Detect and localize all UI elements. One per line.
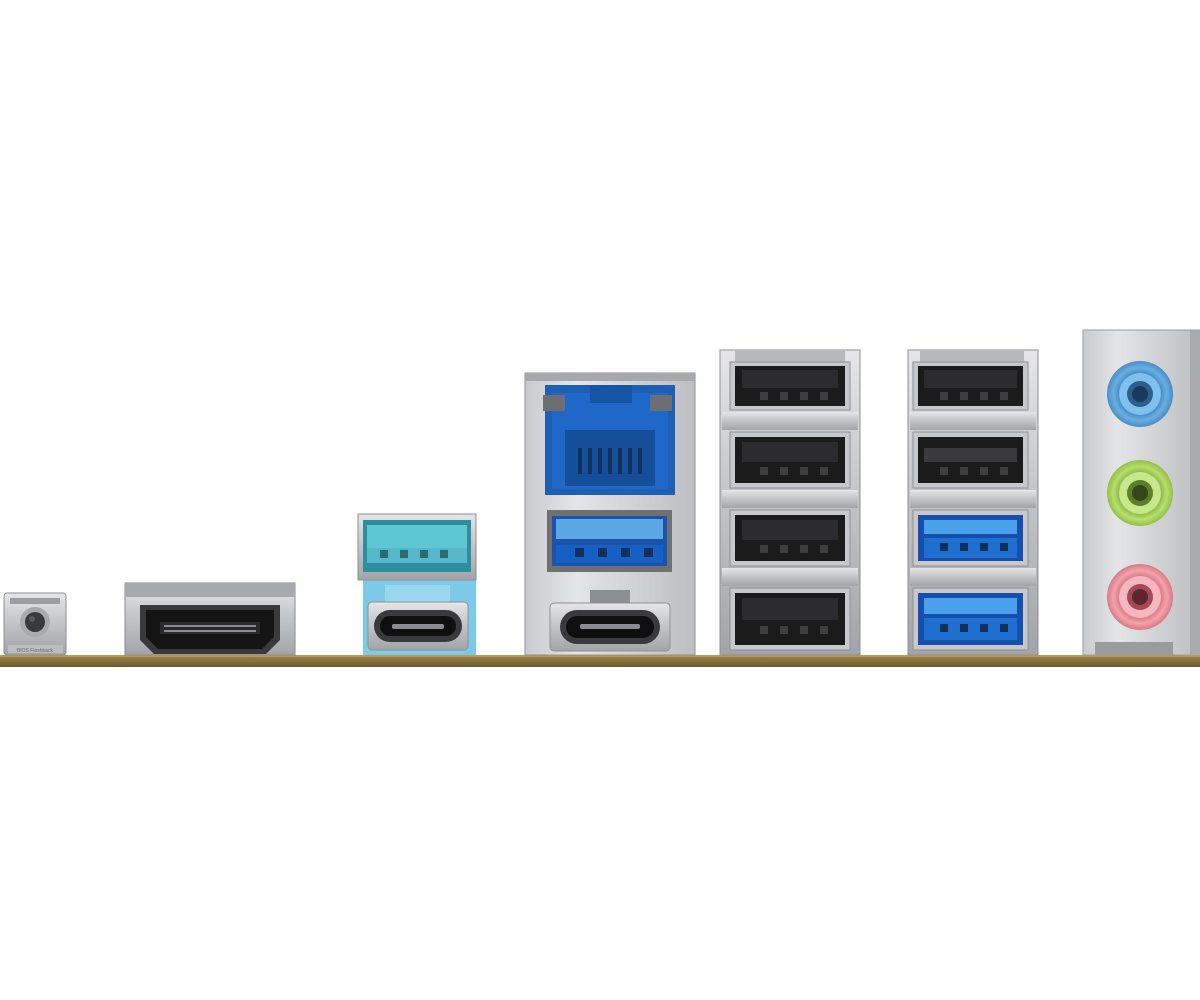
usb-a-port[interactable]: [729, 431, 851, 489]
usb-a-port[interactable]: [729, 361, 851, 411]
pcb-edge: [0, 655, 1200, 667]
audio-jacks: [1082, 329, 1200, 656]
lan-usb-stack: [524, 372, 696, 656]
usb-a-port[interactable]: [729, 587, 851, 651]
hdmi-pins: [164, 625, 256, 632]
usb-a-port[interactable]: [912, 431, 1029, 489]
usb-c-port[interactable]: [367, 601, 469, 651]
led-indicator: [650, 395, 672, 411]
usb-a-port[interactable]: [547, 510, 672, 572]
audio-jack-green[interactable]: [1107, 460, 1173, 526]
usb-stack-light-blue: [357, 513, 477, 655]
bios-flashback-label: BIOS Flashback: [17, 648, 54, 654]
rj45-lan-port[interactable]: [543, 385, 675, 495]
usb-a-stack-left: [719, 349, 861, 656]
led-indicator: [543, 395, 565, 411]
usb-a-port[interactable]: [912, 509, 1029, 567]
audio-jack-pink[interactable]: [1107, 564, 1173, 630]
usb-a-port[interactable]: [363, 520, 471, 572]
usb-a-port[interactable]: [729, 509, 851, 567]
audio-jack-blue[interactable]: [1107, 361, 1173, 427]
usb-a-port[interactable]: [912, 361, 1029, 411]
hdmi-port[interactable]: [124, 582, 296, 656]
bios-flashback-button[interactable]: BIOS Flashback: [3, 592, 67, 656]
usb-a-stack-right: [907, 349, 1039, 656]
usb-c-port[interactable]: [549, 590, 671, 652]
usb-a-port[interactable]: [912, 587, 1029, 651]
